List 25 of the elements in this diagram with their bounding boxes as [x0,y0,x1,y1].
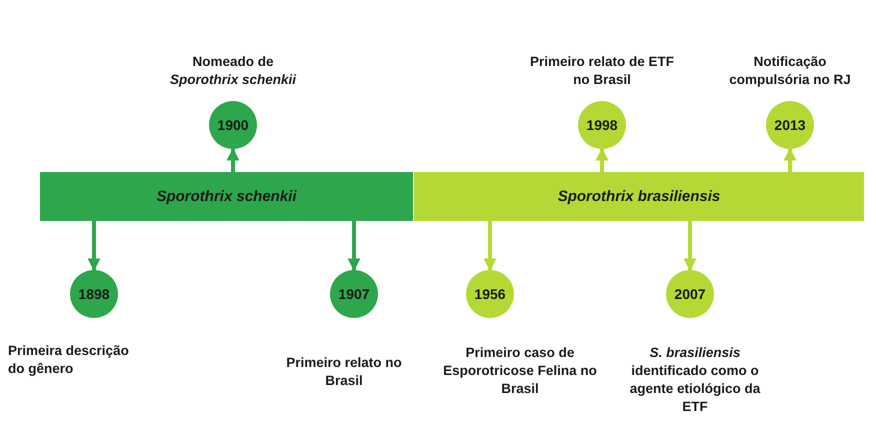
year-label: 2013 [774,117,806,133]
event-description: Primeiro relato de ETF no Brasil [528,53,676,89]
year-label: 1907 [338,286,370,302]
event-description: Notificação compulsória no RJ [728,53,852,89]
arrow [684,221,696,272]
year-label: 1998 [586,117,618,133]
arrow [226,148,240,172]
event-description: S. brasiliensis identificado como o agente etiológico da ETF [628,344,762,416]
year-label: 1898 [78,286,110,302]
event-description: Primeira descrição do gênero [8,342,130,378]
bar-label: Sporothrix brasiliensis [558,188,720,205]
arrow [596,148,608,172]
year-label: 2007 [674,286,706,302]
event-description: Nomeado de Sporothrix schenkii [168,53,298,89]
year-label: 1900 [217,117,249,133]
timeline-bar [414,172,864,221]
arrow [484,221,496,272]
arrow [88,221,100,272]
event-description: Primeiro relato no Brasil [285,354,403,390]
arrow [784,148,796,172]
bar-label: Sporothrix schenkii [156,188,297,205]
arrow [348,221,360,272]
year-label: 1956 [474,286,506,302]
timeline-bar [40,172,413,221]
event-description: Primeiro caso de Esporotricose Felina no Brasil [442,344,598,398]
